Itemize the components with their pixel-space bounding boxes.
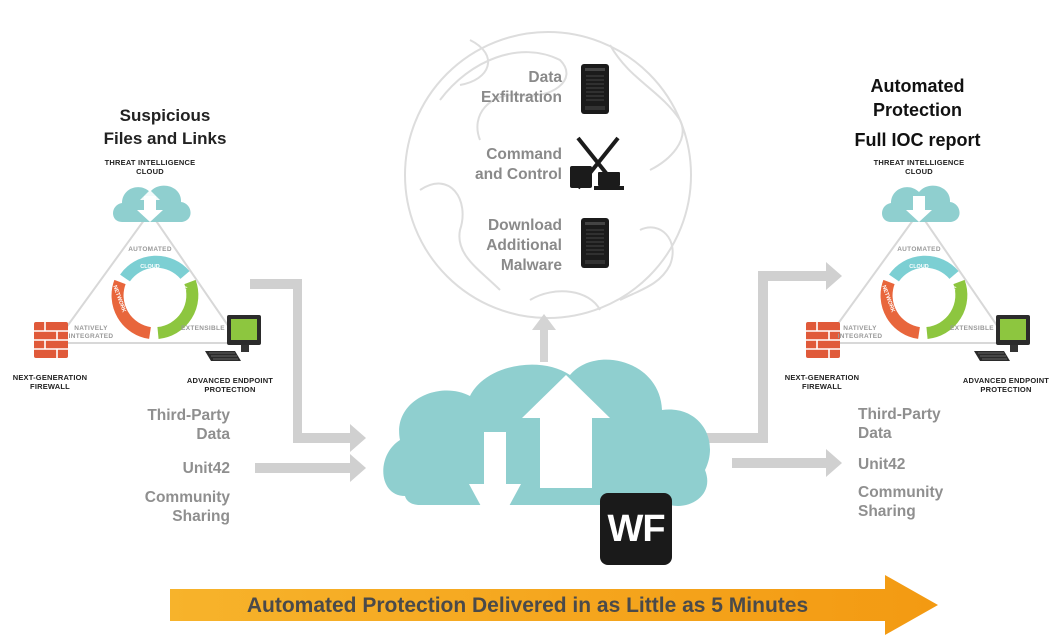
firewall-icon (33, 321, 69, 359)
left-edge-extensible: EXTENSIBLE (181, 325, 225, 332)
threat-download-malware: Download Additional Malware (440, 216, 562, 276)
server-icon (580, 217, 610, 269)
right-ring-cloud: CLOUD (909, 264, 929, 270)
left-source-thirdparty-line2: Data (196, 426, 230, 443)
right-endpoint-label-line2: PROTECTION (980, 385, 1032, 394)
left-endpoint-label: ADVANCED ENDPOINT PROTECTION (180, 376, 280, 394)
left-firewall-label-line1: NEXT-GENERATION (12, 373, 88, 382)
download-arrow-icon (469, 432, 521, 532)
threat-data-exfiltration: Data Exfiltration (440, 68, 562, 108)
right-source-unit42: Unit42 (858, 456, 906, 473)
left-ring-cloud: CLOUD (140, 264, 160, 270)
right-source-community-line2: Sharing (858, 503, 916, 520)
right-source-thirdparty: Third-Party Data (858, 405, 998, 443)
left-cloud-icon (113, 185, 191, 222)
right-firewall-label-line1: NEXT-GENERATION (784, 373, 860, 382)
right-firewall-label: NEXT-GENERATION FIREWALL (772, 373, 872, 391)
left-source-thirdparty: Third-Party Data (110, 406, 230, 444)
right-edge-natively-line2: INTEGRATED (837, 333, 883, 340)
right-cloud-label-line1: THREAT INTELLIGENCE (873, 158, 965, 167)
left-source-community-line2: Sharing (172, 508, 230, 525)
left-endpoint-label-line2: PROTECTION (204, 385, 256, 394)
right-source-community: Community Sharing (858, 483, 998, 521)
wf-badge (600, 493, 672, 565)
right-edge-natively: NATIVELY INTEGRATED (835, 325, 885, 341)
right-title: Automated Protection Full IOC report (830, 74, 1005, 152)
up-arrow (532, 314, 556, 362)
threat-t2-line1: Command (486, 146, 562, 163)
left-title-line2: Files and Links (103, 129, 227, 148)
right-cloud-label-line2: CLOUD (905, 167, 933, 176)
left-source-thirdparty-line1: Third-Party (147, 407, 230, 424)
command-control-icon (570, 136, 624, 190)
banner-text: Automated Protection Delivered in as Lit… (246, 594, 809, 617)
right-cloud-icon (882, 185, 960, 222)
left-cloud-label-line2: CLOUD (136, 167, 164, 176)
globe-outline (404, 31, 692, 319)
server-icon (580, 63, 610, 115)
left-triangle (33, 185, 262, 362)
right-ring (880, 255, 968, 339)
right-triangle (805, 185, 1031, 362)
threat-t1-line2: Exfiltration (481, 89, 562, 106)
left-cloud-label-line1: THREAT INTELLIGENCE (104, 158, 196, 167)
flow-arrows-right (694, 262, 842, 477)
right-endpoint-label: ADVANCED ENDPOINT PROTECTION (956, 376, 1056, 394)
left-edge-natively-line2: INTEGRATED (68, 333, 114, 340)
banner-arrow (170, 575, 938, 635)
threat-t3-line1: Download (487, 217, 562, 234)
right-source-thirdparty-line1: Third-Party (858, 406, 941, 423)
left-source-community: Community Sharing (110, 488, 230, 526)
right-edge-extensible: EXTENSIBLE (950, 325, 994, 332)
left-firewall-label-line2: FIREWALL (30, 382, 70, 391)
threat-t1-line1: Data (528, 69, 562, 86)
left-edge-automated: AUTOMATED (128, 246, 172, 253)
right-title-line3: Full IOC report (854, 130, 981, 150)
left-title-line1: Suspicious (119, 106, 211, 125)
right-firewall-label-line2: FIREWALL (802, 382, 842, 391)
upload-arrow-icon (522, 375, 610, 488)
left-title: Suspicious Files and Links (80, 104, 250, 150)
central-cloud (383, 359, 711, 565)
left-edge-natively: NATIVELY INTEGRATED (66, 325, 116, 341)
right-source-thirdparty-line2: Data (858, 425, 892, 442)
flow-arrows-left (250, 279, 366, 482)
threat-t3-line3: Malware (500, 257, 562, 274)
threat-t3-line2: Additional (486, 237, 562, 254)
left-source-unit42: Unit42 (182, 460, 230, 477)
left-firewall-label: NEXT-GENERATION FIREWALL (0, 373, 100, 391)
left-cloud-label: THREAT INTELLIGENCE CLOUD (90, 158, 210, 176)
right-title-line2: Protection (872, 100, 962, 120)
endpoint-pc-icon (973, 314, 1031, 362)
left-endpoint-label-line1: ADVANCED ENDPOINT (186, 376, 274, 385)
right-title-line1: Automated (870, 76, 965, 96)
left-source-community-line1: Community (144, 489, 230, 506)
right-edge-automated: AUTOMATED (897, 246, 941, 253)
right-cloud-label: THREAT INTELLIGENCE CLOUD (859, 158, 979, 176)
right-edge-natively-line1: NATIVELY (843, 325, 877, 332)
right-source-community-line1: Community (858, 484, 944, 501)
right-endpoint-label-line1: ADVANCED ENDPOINT (962, 376, 1050, 385)
left-edge-natively-line1: NATIVELY (74, 325, 108, 332)
endpoint-pc-icon (204, 314, 262, 362)
threat-t2-line2: and Control (475, 166, 562, 183)
left-ring (111, 255, 199, 339)
threat-command-control: Command and Control (440, 145, 562, 185)
wf-badge-text: WF (607, 508, 665, 550)
